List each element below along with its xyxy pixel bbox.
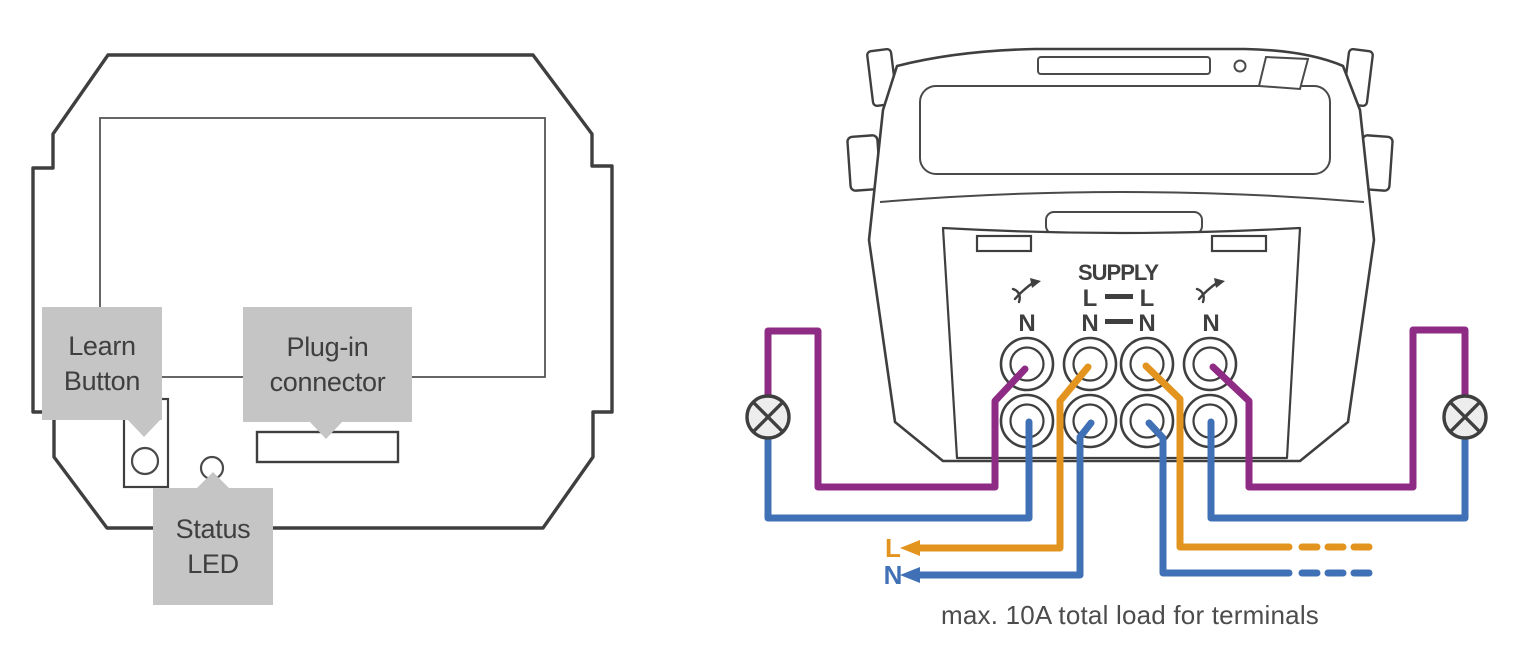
o1-n-label: N (1018, 310, 1035, 337)
load-caption: max. 10A total load for terminals (941, 600, 1320, 630)
mid-seam (879, 191, 1365, 203)
flush-mount-frame (31, 53, 614, 530)
learn-button-callout-pointer (127, 419, 161, 437)
mid-latch (1045, 211, 1203, 235)
plug-in-connector-callout: Plug-in connector (243, 307, 412, 422)
learn-button-callout: Learn Button (42, 307, 162, 420)
load-output-icon-left (1011, 278, 1041, 304)
supply-n-right-label: N (1138, 310, 1155, 337)
live-continuation-wire (1142, 362, 1293, 551)
panel-slot-right (1210, 234, 1268, 253)
supply-l-right-label: L (1140, 285, 1155, 312)
learn-button-callout-label: Learn Button (63, 330, 141, 396)
lid-cover (919, 85, 1331, 175)
status-led-callout: Status LED (153, 488, 273, 605)
live-supply-wire (913, 363, 1092, 552)
terminal-labels: SUPPLY L L N N N N (1018, 260, 1219, 337)
neutral-continuation-wire (1145, 419, 1293, 577)
lid-notch (1257, 55, 1310, 91)
lamp-symbol-right (1442, 394, 1488, 440)
n-bridge-mark (1105, 319, 1133, 324)
neutral-supply-wire (913, 419, 1095, 579)
neutral-supply-arrowhead (900, 567, 920, 583)
switched-live-wire-left (764, 327, 1029, 491)
frame-outline (31, 53, 614, 530)
supply-label: SUPPLY (1078, 260, 1159, 285)
wiring-lines (764, 326, 1469, 579)
feed-n-label: N (884, 560, 903, 590)
lid-hole (1233, 59, 1247, 73)
o2-n-label: N (1202, 310, 1219, 337)
status-led-callout-label: Status LED (175, 513, 251, 579)
neutral-wire-left (764, 418, 1033, 522)
l-bridge-mark (1105, 294, 1133, 299)
load-output-icon-right (1195, 278, 1225, 304)
status-led-callout-pointer (196, 472, 230, 489)
live-supply-arrowhead (900, 540, 920, 556)
top-slot (1037, 56, 1211, 75)
learn-button[interactable] (130, 446, 160, 476)
supply-l-left-label: L (1083, 285, 1098, 312)
supply-n-left-label: N (1081, 310, 1098, 337)
panel-slot-left (975, 234, 1033, 253)
neutral-wire-right (1207, 418, 1469, 522)
switched-live-wire-right (1209, 326, 1469, 491)
relay-module (846, 47, 1394, 463)
plug-in-connector-callout-label: Plug-in connector (269, 331, 386, 397)
lamp-symbol-left (745, 394, 791, 440)
feed-l-label: L (885, 533, 901, 563)
plug-in-connector-callout-pointer (309, 421, 343, 439)
